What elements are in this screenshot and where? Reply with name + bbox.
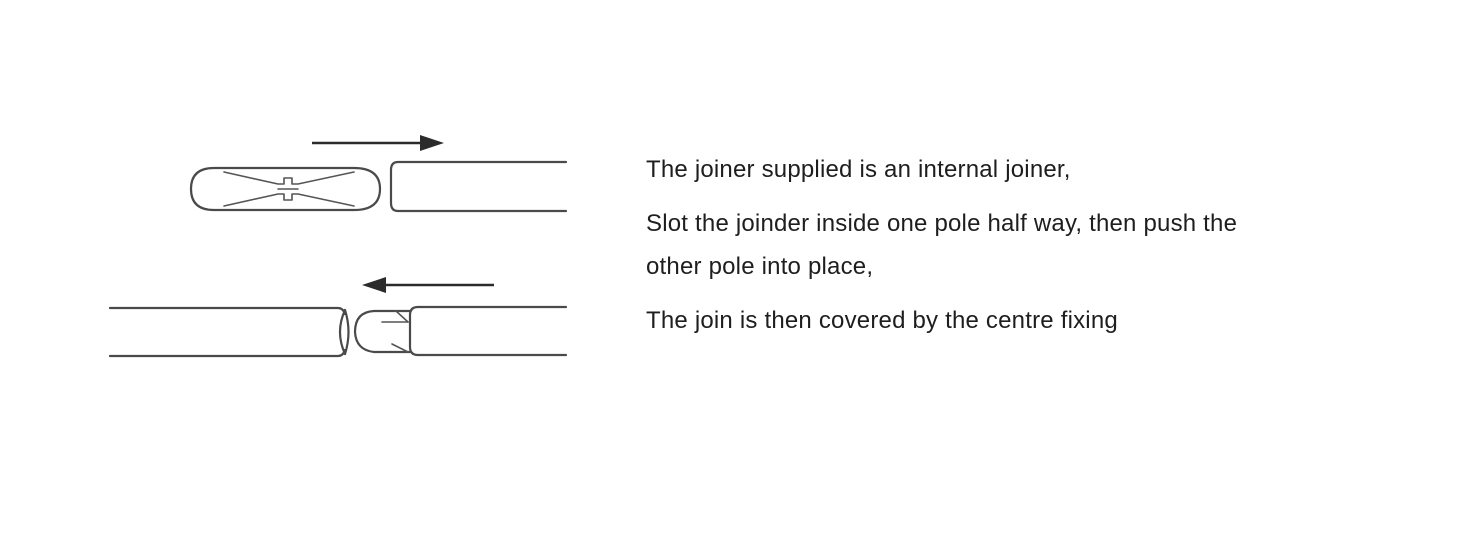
instructions-text: The joiner supplied is an internal joine… (646, 148, 1286, 353)
pole-top (389, 160, 568, 213)
pole-right (408, 305, 568, 357)
pole-left (108, 306, 350, 358)
right-arrow-icon (312, 135, 444, 151)
pole-joiner-diagram (108, 135, 568, 358)
left-arrow-icon (362, 277, 494, 293)
internal-joiner-inserted (353, 309, 412, 354)
instruction-step-3: The join is then covered by the centre f… (646, 307, 1118, 334)
instruction-step-2: Slot the joinder inside one pole half wa… (646, 210, 1238, 280)
internal-joiner (189, 166, 382, 212)
instruction-step-1: The joiner supplied is an internal joine… (646, 156, 1071, 183)
